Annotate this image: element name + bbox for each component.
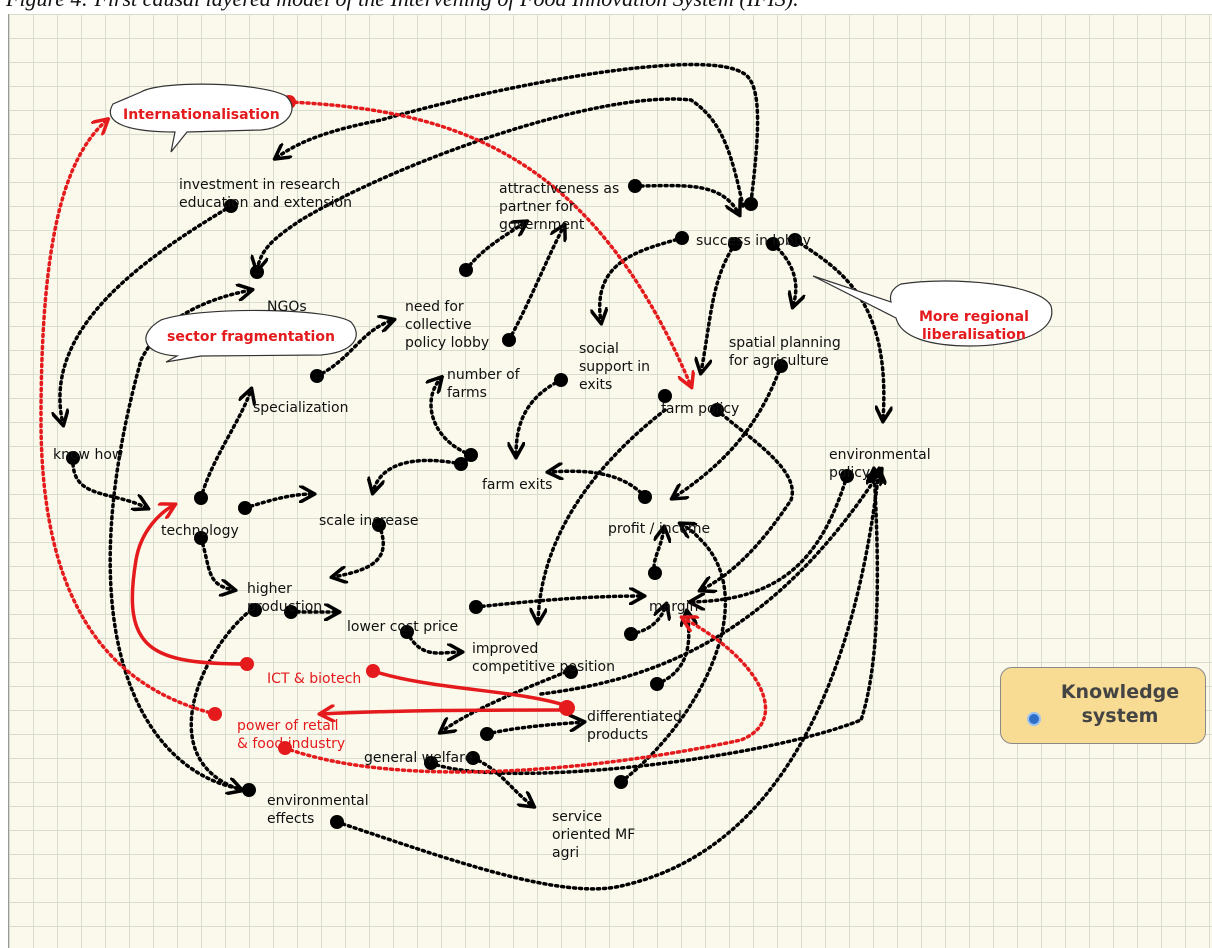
node-farm-exits: farm exits (482, 477, 553, 493)
diagram-canvas: Internationalisation sector fragmentatio… (8, 14, 1212, 948)
knowledge-system-icon (1027, 712, 1041, 726)
node-investment: investment in research education and ext… (179, 177, 352, 211)
bubble-regional-liberalisation: More regional liberalisation (919, 309, 1029, 343)
node-farm-policy: farm policy (661, 401, 740, 417)
node-attractiveness: attractiveness as partner for government (499, 181, 620, 233)
causal-links (39, 62, 1053, 891)
node-specialization: specialization (253, 400, 349, 416)
figure-caption: Figure 4: First causal layered model of … (6, 0, 799, 12)
node-know-how: know how (53, 447, 124, 463)
node-social-support: social support in exits (579, 341, 650, 393)
node-ngos: NGOs (267, 299, 307, 315)
node-ict-biotech: ICT & biotech (267, 671, 362, 687)
node-higher-production: higher production (247, 581, 323, 615)
node-profit-income: profit / income (608, 521, 711, 537)
node-technology: technology (161, 523, 239, 539)
node-lower-cost-price: lower cost price (347, 619, 459, 635)
node-number-of-farms: number of farms (447, 367, 520, 401)
bubble-internationalisation: Internationalisation (123, 107, 280, 123)
node-service-oriented-mf-agri: service oriented MF agri (552, 809, 636, 861)
node-success-in-lobby: success in lobby (696, 233, 811, 249)
node-improved-competitive-position: improved competitive position (472, 641, 615, 675)
node-margin: margin (649, 599, 699, 615)
node-spatial-planning: spatial planning for agriculture (729, 335, 841, 369)
node-scale-increase: scale increase (319, 513, 419, 529)
node-power-of-retail: power of retail & food industry (237, 718, 346, 752)
node-environmental-policy: environmental policy (829, 447, 931, 481)
node-general-welfare: general welfare (364, 750, 474, 766)
knowledge-system-box[interactable]: Knowledge system (1000, 667, 1206, 744)
knowledge-system-label: Knowledge system (1060, 681, 1180, 727)
node-environmental-effects: environmental effects (267, 793, 369, 827)
node-need-collective-lobby: need for collective policy lobby (405, 299, 490, 351)
node-differentiated-products: differentiated products (587, 709, 682, 743)
bubble-sector-fragmentation: sector fragmentation (167, 329, 335, 345)
